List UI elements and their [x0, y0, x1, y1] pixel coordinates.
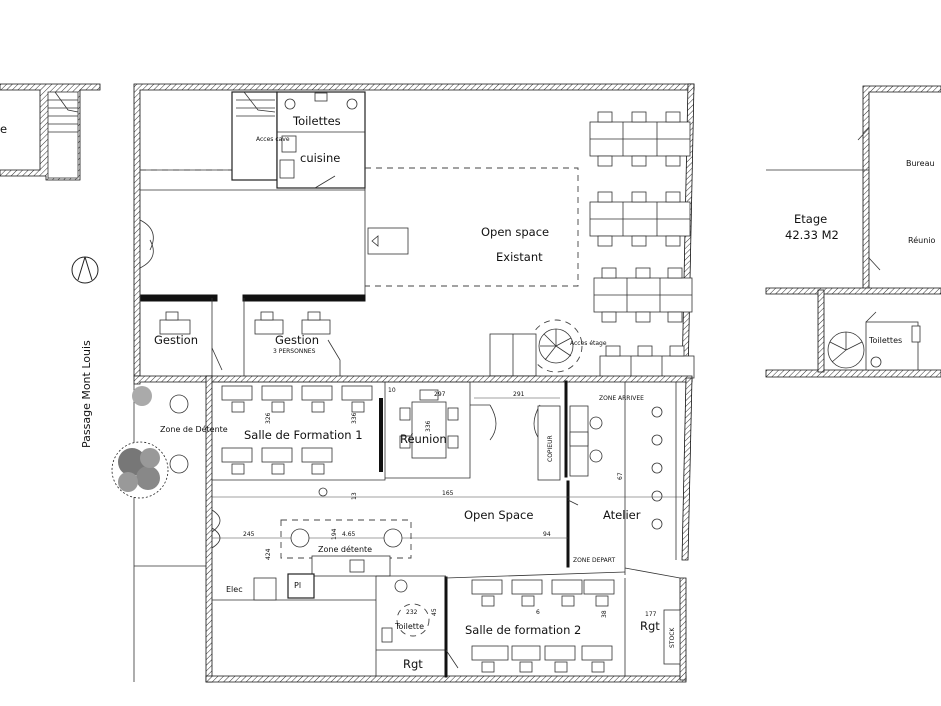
acces-etage-label: Acces étage	[570, 340, 607, 347]
dim-291: 291	[513, 391, 525, 398]
dim-94: 94	[543, 531, 551, 538]
salle-formation-2-desks	[471, 579, 615, 673]
pl-label: Pl	[294, 581, 301, 590]
dim-336a: 336	[351, 412, 358, 424]
cuisine-label: cuisine	[300, 151, 340, 165]
dim-424: 424	[265, 548, 272, 560]
upper-stair	[236, 91, 276, 117]
left-building: e	[0, 83, 101, 181]
desk-cluster-3	[593, 267, 693, 323]
desk-cluster-2	[589, 191, 691, 247]
open-space-existant-label-2: Existant	[496, 250, 543, 264]
zone-depart-label: ZONE DEPART	[573, 557, 616, 564]
dim-10: 10	[388, 387, 396, 394]
main-upper-building: Toilettes cuisine Acces cave Open space …	[133, 83, 695, 379]
dim-177: 177	[645, 611, 657, 618]
stock-label: STOCK	[669, 627, 676, 648]
bureau-label: Bureau	[906, 159, 935, 168]
right-building: Etage 42.33 M2 Bureau Réunio Toilettes	[765, 85, 941, 378]
reunion-right-label: Réunio	[908, 235, 935, 245]
left-partial-label: e	[0, 122, 7, 136]
north-arrow	[71, 256, 99, 284]
tree-icon	[111, 386, 169, 499]
right-spiral-stair	[827, 331, 865, 369]
gestion-1-label: Gestion	[154, 333, 198, 347]
dim-326: 326	[265, 412, 272, 424]
dim-297: 297	[434, 391, 446, 398]
etage-label: Etage	[794, 212, 827, 226]
dim-245: 245	[243, 531, 255, 538]
salle-formation-1-label: Salle de Formation 1	[244, 428, 363, 442]
copieur-label: COPIEUR	[547, 435, 554, 462]
dimension-annotations: 10 297 291 326 336 336 67 165 13 245 194…	[243, 387, 657, 618]
dim-194: 194	[331, 528, 338, 540]
zone-detente-left-label: Zone de Détente	[160, 424, 228, 434]
acces-cave-label: Acces cave	[256, 136, 290, 143]
toilette-label: Toilette	[394, 622, 424, 631]
dim-38: 38	[601, 610, 608, 618]
zone-detente-label: Zone détente	[318, 544, 372, 554]
street-label: Passage Mont Louis	[80, 340, 93, 448]
toilettes-top-label: Toilettes	[292, 114, 341, 128]
salle-formation-2-label: Salle de formation 2	[465, 623, 581, 637]
left-stair	[48, 91, 79, 133]
dim-6: 6	[536, 609, 540, 616]
desk-cluster-4	[599, 345, 695, 379]
reunion-label: Réunion	[400, 432, 447, 446]
lower-building: Zone de Détente Salle de Formation 1	[111, 375, 693, 683]
dim-45: 45	[431, 608, 438, 616]
dim-465: 4.65	[342, 531, 356, 538]
open-space-existant-label-1: Open space	[481, 225, 549, 239]
zone-arrivee-label: ZONE ARRIVEE	[599, 395, 644, 402]
dim-67: 67	[617, 472, 624, 480]
dim-13: 13	[351, 492, 358, 500]
rgt-2-label: Rgt	[640, 619, 660, 633]
spiral-stair: Acces étage	[529, 319, 607, 373]
etage-area: 42.33 M2	[785, 228, 839, 242]
dim-165: 165	[442, 490, 454, 497]
open-space-label: Open Space	[464, 508, 533, 522]
gestion-2-sub: 3 PERSONNES	[273, 348, 316, 355]
desk-cluster-1	[589, 111, 691, 167]
atelier-label: Atelier	[603, 508, 641, 522]
toilettes-right-label: Toilettes	[868, 336, 902, 345]
dim-336b: 336	[425, 420, 432, 432]
elec-label: Elec	[226, 585, 243, 594]
rgt-1-label: Rgt	[403, 657, 423, 671]
salle-formation-1-desks	[221, 385, 373, 475]
dim-232: 232	[406, 609, 418, 616]
gestion-2-label: Gestion	[275, 333, 319, 347]
